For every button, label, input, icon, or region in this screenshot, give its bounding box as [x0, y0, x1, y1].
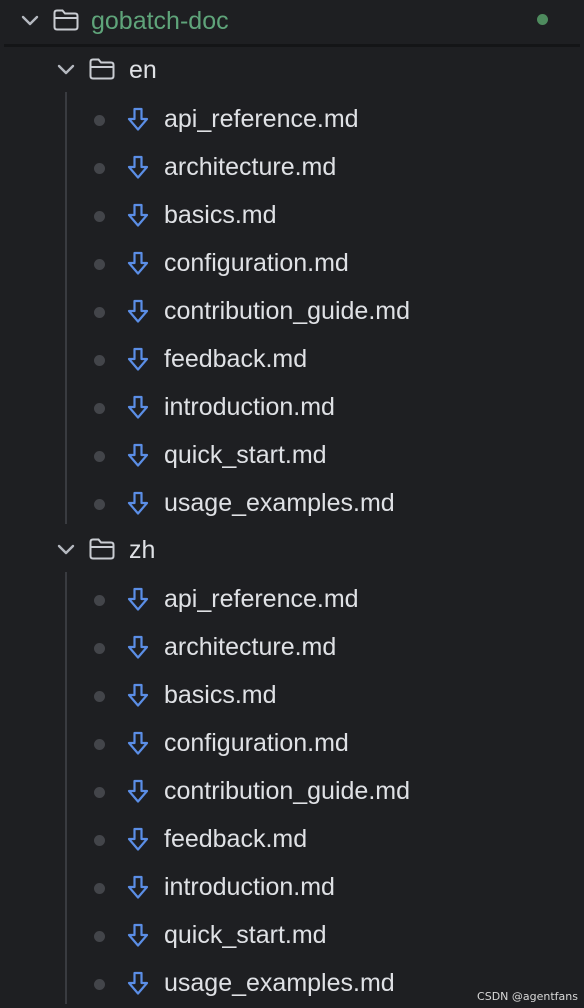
- folder-row-0[interactable]: en: [0, 48, 584, 96]
- file-name: quick_start.md: [164, 441, 327, 469]
- watermark-text: CSDN @agentfans: [477, 990, 578, 1003]
- project-root-row[interactable]: gobatch-doc: [0, 0, 584, 48]
- folder-name: zh: [129, 536, 156, 564]
- file-status-dot: [94, 835, 105, 846]
- download-arrow-icon: [127, 155, 149, 179]
- file-row[interactable]: usage_examples.md: [0, 960, 584, 1008]
- file-name: basics.md: [164, 681, 277, 709]
- file-name: introduction.md: [164, 393, 335, 421]
- download-arrow-icon: [127, 203, 149, 227]
- file-status-dot: [94, 787, 105, 798]
- file-status-dot: [94, 931, 105, 942]
- file-name: usage_examples.md: [164, 489, 395, 517]
- file-name: feedback.md: [164, 345, 308, 373]
- download-arrow-icon: [127, 491, 149, 515]
- file-name: contribution_guide.md: [164, 777, 410, 805]
- file-row[interactable]: api_reference.md: [0, 576, 584, 624]
- chevron-down-icon[interactable]: [21, 12, 39, 30]
- file-status-dot: [94, 499, 105, 510]
- file-name: contribution_guide.md: [164, 297, 410, 325]
- file-row[interactable]: feedback.md: [0, 336, 584, 384]
- file-row[interactable]: contribution_guide.md: [0, 288, 584, 336]
- file-status-dot: [94, 883, 105, 894]
- file-name: architecture.md: [164, 153, 337, 181]
- chevron-down-icon[interactable]: [57, 61, 75, 79]
- download-arrow-icon: [127, 299, 149, 323]
- file-row[interactable]: configuration.md: [0, 240, 584, 288]
- file-status-dot: [94, 355, 105, 366]
- download-arrow-icon: [127, 971, 149, 995]
- file-name: basics.md: [164, 201, 277, 229]
- download-arrow-icon: [127, 731, 149, 755]
- download-arrow-icon: [127, 347, 149, 371]
- download-arrow-icon: [127, 875, 149, 899]
- file-row[interactable]: feedback.md: [0, 816, 584, 864]
- download-arrow-icon: [127, 827, 149, 851]
- file-status-dot: [94, 163, 105, 174]
- file-status-dot: [94, 595, 105, 606]
- download-arrow-icon: [127, 251, 149, 275]
- file-status-dot: [94, 691, 105, 702]
- folder-icon: [53, 9, 79, 31]
- file-row[interactable]: basics.md: [0, 672, 584, 720]
- download-arrow-icon: [127, 779, 149, 803]
- file-name: introduction.md: [164, 873, 335, 901]
- file-status-dot: [94, 643, 105, 654]
- vcs-status-dot: [537, 14, 548, 25]
- file-status-dot: [94, 307, 105, 318]
- download-arrow-icon: [127, 635, 149, 659]
- project-name: gobatch-doc: [91, 7, 229, 35]
- file-name: api_reference.md: [164, 585, 359, 613]
- folder-row-1[interactable]: zh: [0, 528, 584, 576]
- header-divider: [4, 44, 580, 47]
- file-row[interactable]: architecture.md: [0, 144, 584, 192]
- file-row[interactable]: introduction.md: [0, 384, 584, 432]
- file-name: configuration.md: [164, 729, 349, 757]
- file-status-dot: [94, 115, 105, 126]
- folder-icon: [89, 538, 115, 560]
- file-name: feedback.md: [164, 825, 308, 853]
- indent-guide: [65, 92, 67, 524]
- file-row[interactable]: contribution_guide.md: [0, 768, 584, 816]
- download-arrow-icon: [127, 683, 149, 707]
- file-status-dot: [94, 979, 105, 990]
- file-name: architecture.md: [164, 633, 337, 661]
- file-row[interactable]: introduction.md: [0, 864, 584, 912]
- download-arrow-icon: [127, 923, 149, 947]
- file-row[interactable]: quick_start.md: [0, 912, 584, 960]
- download-arrow-icon: [127, 395, 149, 419]
- file-row[interactable]: configuration.md: [0, 720, 584, 768]
- file-status-dot: [94, 739, 105, 750]
- file-row[interactable]: quick_start.md: [0, 432, 584, 480]
- file-status-dot: [94, 403, 105, 414]
- indent-guide: [65, 572, 67, 1004]
- file-row[interactable]: usage_examples.md: [0, 480, 584, 528]
- download-arrow-icon: [127, 107, 149, 131]
- file-status-dot: [94, 211, 105, 222]
- folder-icon: [89, 58, 115, 80]
- file-status-dot: [94, 259, 105, 270]
- file-status-dot: [94, 451, 105, 462]
- file-name: usage_examples.md: [164, 969, 395, 997]
- file-name: quick_start.md: [164, 921, 327, 949]
- file-row[interactable]: api_reference.md: [0, 96, 584, 144]
- download-arrow-icon: [127, 587, 149, 611]
- download-arrow-icon: [127, 443, 149, 467]
- file-name: api_reference.md: [164, 105, 359, 133]
- file-row[interactable]: architecture.md: [0, 624, 584, 672]
- file-row[interactable]: basics.md: [0, 192, 584, 240]
- folder-name: en: [129, 56, 157, 84]
- chevron-down-icon[interactable]: [57, 541, 75, 559]
- file-name: configuration.md: [164, 249, 349, 277]
